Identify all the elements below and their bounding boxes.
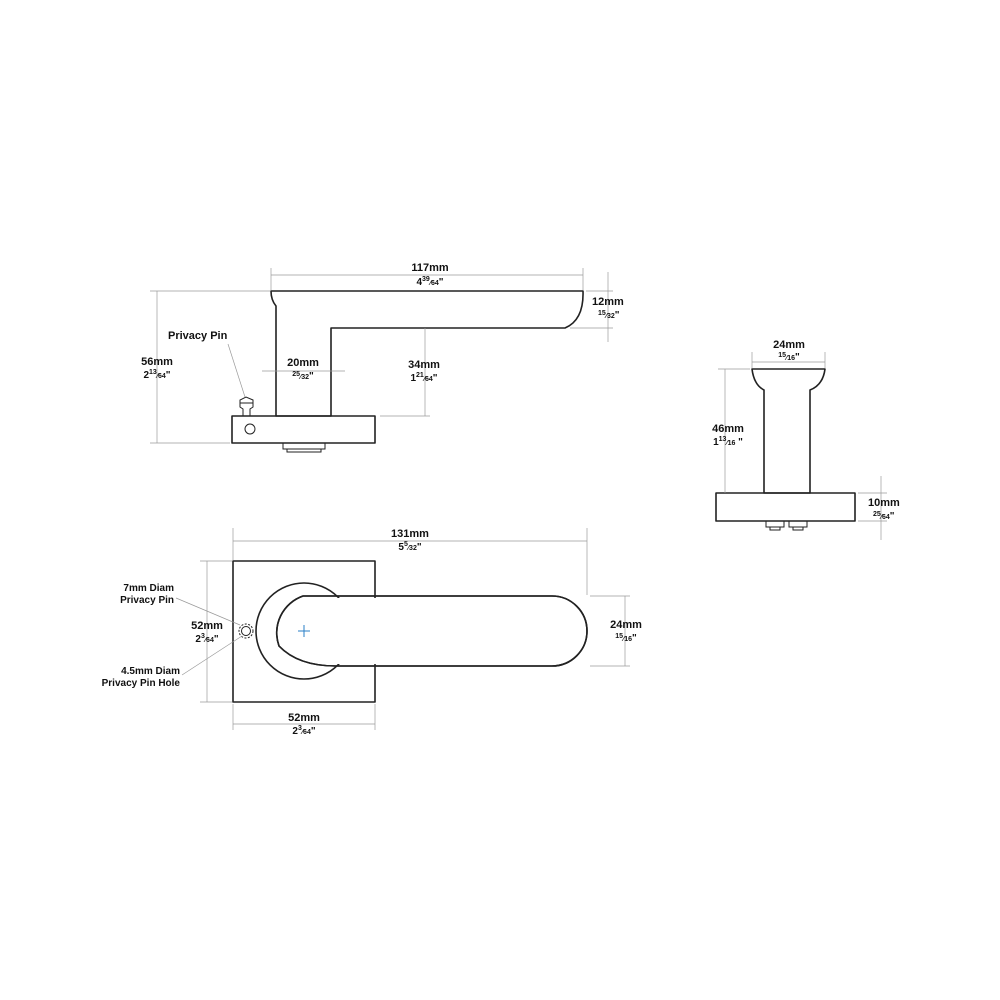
dim-34mm: 34mm 121⁄64" xyxy=(380,328,440,417)
dim-131mm: 131mm 55⁄32" xyxy=(232,528,588,595)
dim-34-mm-label: 34mm xyxy=(408,359,440,371)
spindle-stub-side xyxy=(282,443,326,453)
dim-46mm: 46mm 113⁄16 " xyxy=(712,368,750,493)
dim-52h-mm-label: 52mm xyxy=(288,712,320,724)
privacy-pin-label: Privacy Pin xyxy=(168,330,228,342)
dim-131-in-label: 55⁄32" xyxy=(398,541,421,553)
dim-52h-in-label: 23⁄64" xyxy=(292,725,315,737)
dim-117-in-label: 439⁄64" xyxy=(416,276,443,288)
dim-46-in-label: 113⁄16 " xyxy=(713,436,743,448)
dim-20-mm-label: 20mm xyxy=(287,357,319,369)
front-view: 131mm 55⁄32" 52mm 23⁄64" 24mm 15⁄16" 52m… xyxy=(102,528,642,737)
end-view: 24mm 15⁄16" 46mm 113⁄16 " 10mm 25⁄64" xyxy=(712,339,900,540)
dim-34-in-label: 121⁄64" xyxy=(410,372,437,384)
end-neck-outline xyxy=(751,368,826,494)
dim-46-mm-label: 46mm xyxy=(712,423,744,435)
dim-24-front-mm-label: 24mm xyxy=(610,619,642,631)
dim-24mm-front: 24mm 15⁄16" xyxy=(590,595,642,667)
dim-56mm: 56mm 213⁄64" xyxy=(141,290,270,444)
hole-diam-line1: 4.5mm Diam xyxy=(121,666,180,677)
front-lever-clean xyxy=(279,598,585,664)
dim-24-end-in-label: 15⁄16" xyxy=(778,352,800,363)
dim-117-mm-label: 117mm xyxy=(411,262,449,274)
side-lever-outline xyxy=(270,290,584,417)
end-spindle-stub-left xyxy=(765,521,785,531)
hole-diameter-callout: 4.5mm Diam Privacy Pin Hole xyxy=(102,635,243,689)
privacy-pin-front xyxy=(238,623,254,639)
side-rose xyxy=(231,415,376,444)
dim-12-mm-label: 12mm xyxy=(592,296,624,308)
front-lever-outline xyxy=(275,595,588,667)
dim-12mm: 12mm 15⁄32" xyxy=(570,272,624,342)
dim-20-in-label: 25⁄32" xyxy=(292,371,314,382)
hole-diam-line2: Privacy Pin Hole xyxy=(102,678,181,689)
side-view: 117mm 439⁄64" 12mm 15⁄32" 56mm 213⁄64" 2… xyxy=(141,262,624,453)
privacy-pin-hole-front xyxy=(241,626,251,636)
pin-diameter-callout: 7mm Diam Privacy Pin xyxy=(120,583,241,626)
end-rose xyxy=(715,492,856,522)
dim-10-in-label: 25⁄64" xyxy=(873,511,895,522)
dim-10mm: 10mm 25⁄64" xyxy=(858,476,900,540)
dim-131-mm-label: 131mm xyxy=(391,528,429,540)
dim-117mm: 117mm 439⁄64" xyxy=(270,262,584,290)
pin-diam-line2: Privacy Pin xyxy=(120,595,174,606)
dim-20mm: 20mm 25⁄32" xyxy=(262,357,345,382)
dim-56-mm-label: 56mm xyxy=(141,356,173,368)
dim-24mm-end: 24mm 15⁄16" xyxy=(751,339,826,368)
privacy-pin-hole-side xyxy=(244,423,256,435)
center-cross-icon xyxy=(298,625,310,637)
dim-12-in-label: 15⁄32" xyxy=(598,310,620,321)
pin-diam-line1: 7mm Diam xyxy=(123,583,174,594)
dim-24-front-in-label: 15⁄16" xyxy=(615,633,637,644)
dim-10-mm-label: 10mm xyxy=(868,497,900,509)
dim-52v-mm-label: 52mm xyxy=(191,620,223,632)
dim-24-end-mm-label: 24mm xyxy=(773,339,805,351)
dim-52v-in-label: 23⁄64" xyxy=(195,633,218,645)
dim-52mm-vertical: 52mm 23⁄64" xyxy=(191,560,232,703)
privacy-pin-callout: Privacy Pin xyxy=(168,330,246,398)
dim-52mm-horizontal: 52mm 23⁄64" xyxy=(232,704,376,737)
privacy-pin-side xyxy=(239,396,254,416)
dim-56-in-label: 213⁄64" xyxy=(143,369,170,381)
end-spindle-stub-right xyxy=(788,521,808,531)
